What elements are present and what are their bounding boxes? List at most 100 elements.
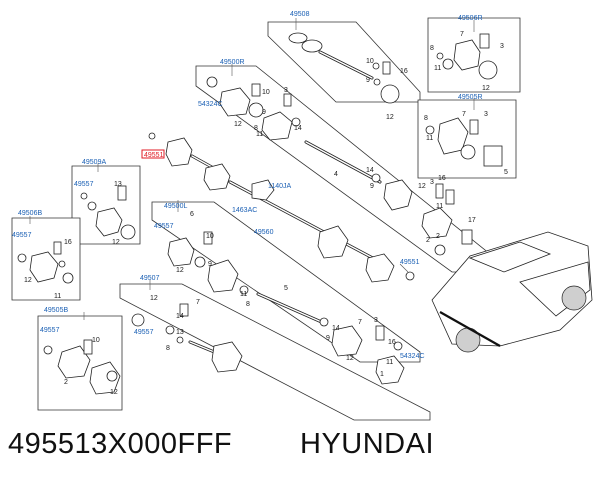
part-label: 5	[504, 169, 508, 176]
top-right-boot-kit	[436, 33, 498, 80]
part-label: 14	[294, 125, 302, 132]
part-label: 10	[366, 58, 374, 65]
leader-lines	[29, 18, 475, 320]
code-49557-e: 49557	[134, 329, 154, 336]
part-label: 3	[284, 87, 288, 94]
part-label: 12	[482, 85, 490, 92]
part-label: 10	[262, 89, 270, 96]
part-label: 2	[64, 379, 68, 386]
left-boot-kit-a	[80, 185, 136, 240]
part-label: 14	[366, 167, 374, 174]
code-49505r: 49505R	[458, 94, 483, 101]
part-label: 10	[92, 337, 100, 344]
part-label: 7	[196, 299, 200, 306]
part-label: 11	[436, 203, 443, 210]
code-49500l: 49500L	[164, 203, 187, 210]
brand-caption: HYUNDAI	[300, 428, 435, 460]
part-label: 12	[110, 389, 118, 396]
part-label: 5	[284, 285, 288, 292]
highlight-box	[141, 149, 165, 159]
part-label: 3	[374, 317, 378, 324]
part-label: 11	[386, 359, 393, 366]
part-label: 11	[54, 293, 61, 300]
part-label: 12	[24, 277, 32, 284]
part-label: 9	[326, 335, 330, 342]
part-label: 12	[112, 239, 120, 246]
part-label: 7	[460, 31, 464, 38]
part-label: 12	[176, 267, 184, 274]
part-label: 11	[434, 65, 441, 72]
car-illustration	[431, 231, 593, 353]
part-label: 12	[418, 183, 426, 190]
part-label: 12	[150, 295, 158, 302]
part-label: 16	[388, 339, 396, 346]
highlight-code: 49551	[144, 152, 164, 159]
code-49557-a: 49557	[74, 181, 94, 188]
part-label: 16	[438, 175, 446, 182]
part-label: 13	[114, 181, 122, 188]
part-label: 3	[484, 111, 488, 118]
part-label: 4	[334, 171, 338, 178]
part-label: 7	[462, 111, 466, 118]
part-label: 2	[426, 237, 430, 244]
part-label: 17	[468, 217, 476, 224]
code-49505b: 49505B	[44, 307, 68, 314]
part-label: 9	[370, 183, 374, 190]
code-49507: 49507	[140, 275, 160, 282]
right-boot-kit-b	[425, 117, 503, 167]
left-boot-kit-b	[17, 241, 74, 284]
code-49506r: 49506R	[458, 15, 483, 22]
part-label: 9	[208, 261, 212, 268]
part-label: 14	[176, 313, 184, 320]
part-label: 11	[426, 135, 433, 142]
part-label: 11	[256, 131, 263, 138]
part-label: 9	[262, 109, 266, 116]
part-label: 12	[346, 355, 354, 362]
part-label: 7	[358, 319, 362, 326]
part-label: 6	[190, 211, 194, 218]
code-54324c-low: 54324C	[400, 353, 425, 360]
part-label: 3	[500, 43, 504, 50]
upper-shaft-assembly	[206, 76, 473, 256]
code-49560: 49560	[254, 229, 274, 236]
part-label: 13	[176, 329, 184, 336]
code-54324c-top: 54324C	[198, 101, 223, 108]
part-label: 8	[424, 115, 428, 122]
part-label: 10	[206, 233, 214, 240]
panel-lower-joint	[119, 283, 431, 421]
item-numbers: 16 10 9 12 8 11 7 3 12 8 11 7 3 5 4 17 2…	[24, 31, 508, 396]
part-label: 3	[430, 179, 434, 186]
main-drive-shaft	[148, 132, 415, 283]
part-label: 11	[240, 291, 247, 298]
code-49509a: 49509A	[82, 159, 106, 166]
code-49508: 49508	[290, 11, 310, 18]
drive-shaft-exploded-diagram: 49551 49508 49506R 49505R 49500R 54324C …	[11, 11, 593, 421]
top-shaft-assembly	[288, 32, 400, 104]
part-label: 9	[366, 77, 370, 84]
part-label: 8	[430, 45, 434, 52]
part-codes: 49508 49506R 49505R 49500R 54324C 49509A…	[12, 11, 483, 360]
part-label: 1	[380, 371, 384, 378]
part-number-caption: 495513X000FFF	[8, 428, 233, 460]
part-label: 12	[234, 121, 242, 128]
code-49506b: 49506B	[18, 210, 42, 217]
part-label: 14	[332, 325, 340, 332]
lower-joint-assembly	[131, 303, 243, 373]
code-49557-d: 49557	[154, 223, 174, 230]
code-1140ja: 1140JA	[268, 183, 292, 190]
part-label: 16	[400, 68, 408, 75]
part-label: 8	[254, 125, 258, 132]
part-label: 8	[246, 301, 250, 308]
left-boot-kit-c	[43, 339, 121, 395]
code-49557-b: 49557	[12, 232, 32, 239]
panel-lower-shaft	[151, 201, 421, 363]
part-label: 16	[64, 239, 72, 246]
lower-shaft-assembly	[167, 231, 405, 385]
part-label: 8	[166, 345, 170, 352]
code-49551: 49551	[400, 259, 420, 266]
part-label: 2	[436, 233, 440, 240]
code-1463ac: 1463AC	[232, 207, 257, 214]
code-49500r: 49500R	[220, 59, 245, 66]
code-49557-c: 49557	[40, 327, 60, 334]
part-label: 12	[386, 114, 394, 121]
